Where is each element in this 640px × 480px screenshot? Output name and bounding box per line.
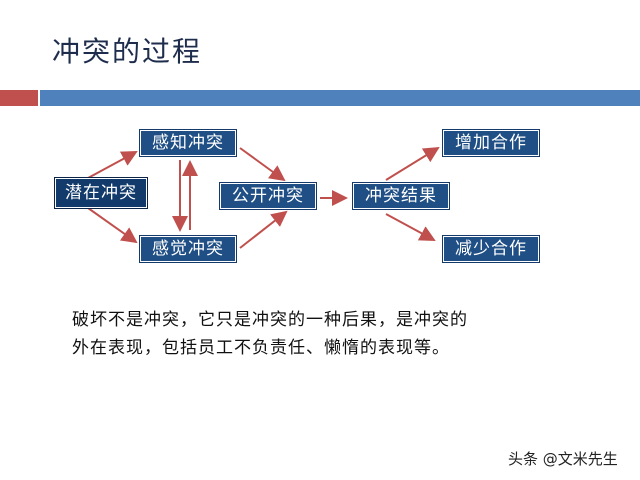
- caption-line-2: 外在表现，包括员工不负责任、懒惰的表现等。: [72, 338, 450, 358]
- caption-line-1: 破坏不是冲突，它只是冲突的一种后果，是冲突的: [72, 310, 468, 330]
- accent-bar-blue: [40, 90, 640, 106]
- arrow-felt-to-open: [239, 210, 288, 249]
- caption-text: 破坏不是冲突，它只是冲突的一种后果，是冲突的 外在表现，包括员工不负责任、懒惰的…: [72, 306, 572, 362]
- node-open-conflict: 公开冲突: [220, 183, 316, 209]
- watermark: 头条 @文米先生: [508, 450, 618, 468]
- arrow-perceived-to-open: [239, 147, 286, 182]
- arrow-result-to-decrease: [385, 213, 436, 241]
- arrow-result-to-increase: [385, 146, 440, 181]
- node-decrease-cooperation: 减少合作: [443, 236, 539, 262]
- slide-title: 冲突的过程: [52, 35, 203, 68]
- arrow-latent-to-perceived: [87, 151, 138, 179]
- arrow-latent-to-felt: [87, 207, 138, 244]
- node-perceived-conflict: 感知冲突: [140, 130, 236, 156]
- node-conflict-result: 冲突结果: [353, 183, 449, 209]
- accent-bar-red: [0, 90, 38, 106]
- node-felt-conflict: 感觉冲突: [140, 236, 236, 262]
- node-latent-conflict: 潜在冲突: [55, 178, 147, 208]
- node-increase-cooperation: 增加合作: [443, 130, 539, 156]
